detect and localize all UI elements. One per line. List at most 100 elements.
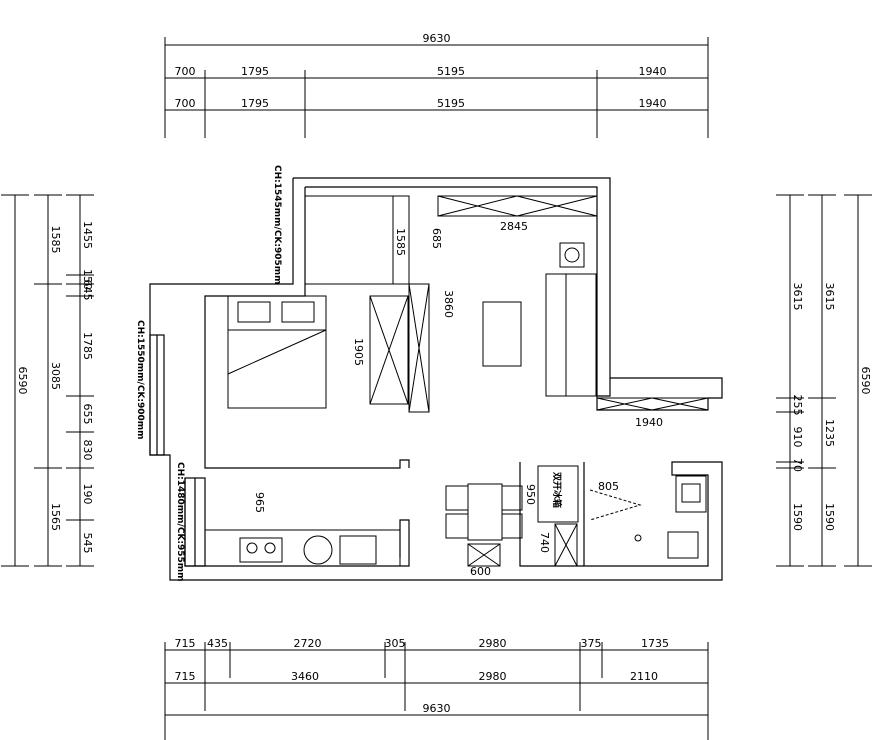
dim-dining-width: 600 [470,565,491,578]
dim-right-inner-label-0: 3615 [791,283,804,311]
dim-top-row1-label-0: 700 [175,65,196,78]
dim-left-inner-label-6: 190 [81,484,94,505]
sc-x2 [554,523,578,567]
ceiling-label-1: CH:1545mm/CK:905mm [272,165,282,285]
dim-top-row2-label-0: 700 [175,97,196,110]
dim-top-row1-label-1: 1795 [241,65,269,78]
stove [239,537,283,563]
dim-top-total-label-0: 9630 [423,32,451,45]
dim-bath-door: 805 [598,480,619,493]
bath-basin [681,483,701,503]
dim-bottom-row1-label-6: 1735 [641,637,669,650]
dim-right-total-label-0: 6590 [859,367,872,395]
kitchen-counter [204,529,401,567]
inner-wall-kitchen [184,478,410,567]
dc-x2 [467,543,501,567]
dim-bottom-row1-label-1: 435 [207,637,228,650]
dim-texts: 9630 700 1795 5195 1940 700 1795 5195 1940 715 435… [16,32,872,715]
dining-cabinet [467,543,501,567]
toilet [667,531,699,559]
dim-bed-top-closet-depth: 685 [430,228,443,249]
dim-bottom-row2-label-0: 715 [175,670,196,683]
burner-1 [246,542,258,554]
sofa [545,273,597,397]
dim-tv-cabinet: 1940 [635,416,663,429]
dim-left-inner-label-4: 655 [81,404,94,425]
dim-bottom-row1-label-5: 375 [581,637,602,650]
dim-right-outer-label-2: 1590 [823,503,836,531]
dim-top-row2-label-2: 5195 [437,97,465,110]
fridge-label: 双开冰箱 [551,472,563,508]
tv-x4 [651,397,709,411]
bath-vanity [675,475,707,513]
dim-top-row2-label-3: 1940 [639,97,667,110]
pillow-left [237,301,271,323]
living-wardrobe [437,195,598,217]
dim-left-total-label-0: 6590 [16,367,29,395]
outer-wall-2 [149,178,723,581]
dim-bottom-row1-label-2: 2720 [294,637,322,650]
coffee-table [482,301,522,367]
hall-cabinet [408,283,430,413]
dim-left-outer-label-0: 1585 [49,226,62,254]
dim-bottom-row2-label-2: 2980 [479,670,507,683]
dim-living-depth: 3860 [442,290,455,318]
burner-2 [264,542,276,554]
wardrobe-x2 [437,195,518,217]
dim-right-outer-label-1: 1235 [823,419,836,447]
chair-1 [445,485,469,511]
dining-table [467,483,503,541]
ceiling-label-3: CH:1480mm/CK:955mm [175,462,185,582]
dim-left-inner-label-1: 150 [81,269,94,290]
dim-fridge-height: 950 [524,484,537,505]
inner-wall-2 [204,187,410,469]
dim-left-inner-label-3: 1785 [81,332,94,360]
bedroom-wardrobe [369,295,409,405]
dim-bottom-total-label-0: 9630 [423,702,451,715]
dim-right-outer-label-0: 3615 [823,283,836,311]
sink [339,535,377,565]
dim-bottom-row2-label-3: 2110 [630,670,658,683]
dim-kitchen-depth: 965 [253,492,266,513]
dim-bottom-row1-label-4: 2980 [479,637,507,650]
dim-left-inner-label-5: 830 [81,440,94,461]
dim-left-inner-label-2: 645 [81,280,94,301]
outer-wall [293,177,723,411]
bed-cover [227,329,327,375]
dim-left-inner-label-7: 545 [81,533,94,554]
dim-right-inner-label-2: 910 [791,427,804,448]
inner-wall [305,186,611,397]
dim-right-inner-label-3: 70 [791,458,804,472]
chair-3 [501,485,523,511]
fridge [537,465,579,523]
dim-top-row1-label-2: 5195 [437,65,465,78]
bw-x2 [369,295,409,405]
wardrobe-x4 [516,195,598,217]
pillow-right [281,301,315,323]
dim-bottom-row1-label-3: 305 [385,637,406,650]
dimension-lines [1,37,872,740]
side-table [559,242,585,268]
dim-left-outer-label-1: 3085 [49,362,62,390]
ceiling-label-2: CH:1550mm/CK:900mm [135,320,145,440]
bed [227,295,327,409]
dim-right-inner-label-4: 1590 [791,503,804,531]
dim-storage-cabinet: 740 [538,532,551,553]
washer [303,535,333,565]
lamp [564,247,580,263]
dim-left-outer-label-2: 1565 [49,503,62,531]
dim-left-inner-label-0: 1455 [81,221,94,249]
shower-door [589,489,642,521]
dim-bottom-row1-label-0: 715 [175,637,196,650]
furniture [204,195,709,567]
chair-4 [501,513,523,539]
dim-right-inner-label-1: 255 [791,395,804,416]
storage-cabinet [554,523,578,567]
hc-x2 [408,283,430,413]
dim-bedroom-wardrobe: 1905 [352,338,365,366]
dim-top-row2-label-1: 1795 [241,97,269,110]
tv-cabinet [596,397,709,411]
dim-living-wardrobe: 2845 [500,220,528,233]
dim-bed-top-closet: 1585 [394,228,407,256]
